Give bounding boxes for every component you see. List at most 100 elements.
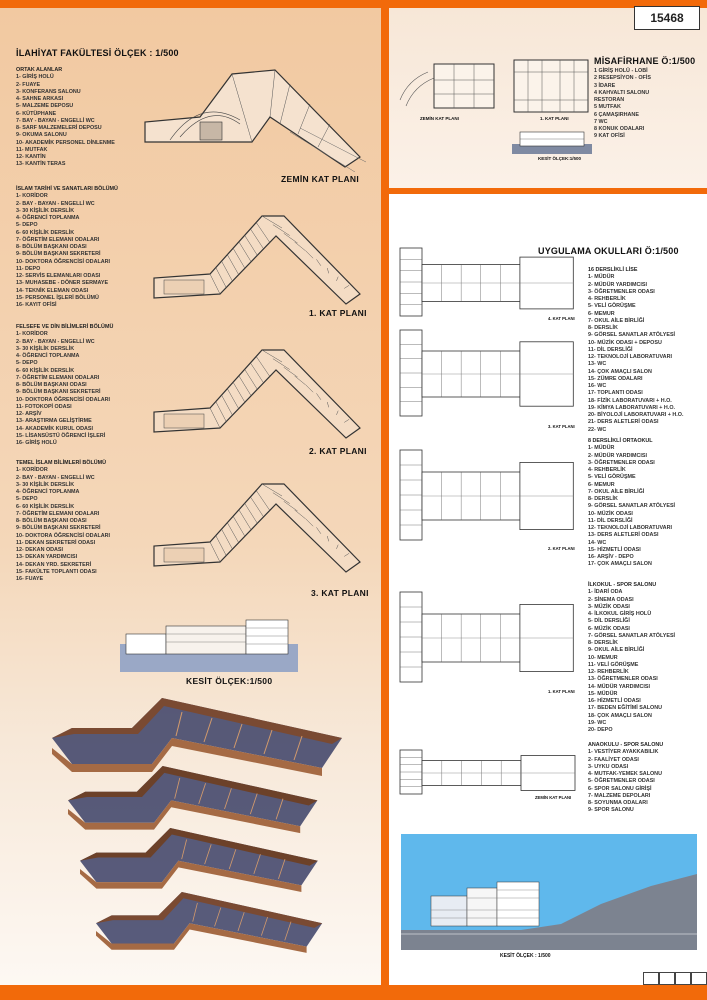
school-section-drawing — [401, 834, 697, 950]
legend-item: 3- MÜZİK ODASI — [588, 603, 630, 610]
legend-item: 7- ÖĞRETİM ELEMANI ODALARI — [16, 374, 100, 381]
kindergarten-plan — [398, 748, 578, 798]
legend-item: 7- OKUL AİLE BİRLİĞİ — [588, 488, 645, 495]
legend-heading: 8 DERSLİKLİ ORTAOKUL — [588, 438, 653, 444]
legend-item: 5- VELİ GÖRÜŞME — [588, 474, 636, 481]
legend-item: 12- KANTİN — [16, 154, 46, 160]
legend-item: 3- 30 KİŞİLİK DERSLİK — [16, 345, 75, 352]
legend-item: 16- HİZMETLİ ODASI — [588, 698, 641, 704]
legend-item: 22- WC — [588, 426, 607, 433]
legend-item: 2- MÜDÜR YARDIMCISI — [588, 281, 648, 288]
legend-item: 3- ÖĞRETMENLER ODASI — [588, 459, 655, 466]
faculty-section-label: KESİT ÖLÇEK:1/500 — [186, 676, 273, 686]
school-plan-label-2: 2. KAT PLANI — [548, 546, 575, 551]
vertical-divider — [381, 8, 389, 985]
legend-item: 11- MUTFAK — [16, 146, 48, 153]
guesthouse-first-plan — [512, 58, 590, 118]
legend-item: 13- ÖĞRETMENLER ODASI — [588, 676, 658, 683]
guesthouse-title: MİSAFİRHANE Ö:1/500 — [594, 56, 696, 66]
legend-item: 9- GÖRSEL SANATLAR ATÖLYESİ — [588, 503, 676, 510]
legend-item: 8- BÖLÜM BAŞKANI ODASI — [16, 518, 87, 524]
legend-item: 2- BAY - BAYAN - ENGELLİ WC — [16, 474, 95, 481]
legend-item: 3- ÖĞRETMENLER ODASI — [588, 288, 655, 295]
legend-item: 3- KONFERANS SALONU — [16, 88, 81, 95]
legend-item: 4- ÖĞRENCİ TOPLANMA — [16, 489, 80, 495]
legend-item: 5- ÖĞRETMENLER ODASI — [588, 778, 655, 785]
legend-item: 6- MEMUR — [588, 310, 615, 317]
legend-item: 2- BAY - BAYAN - ENGELLİ WC — [16, 200, 95, 207]
legend-heading: TEMEL İSLAM BİLİMLERİ BÖLÜMÜ — [16, 460, 107, 466]
legend-item: 2- SİNEMA ODASI — [588, 596, 634, 603]
legend-item: 13- DERS ALETLERİ ODASI — [588, 532, 659, 539]
legend-item: 15- ZÜMRE ODALARI — [588, 375, 643, 382]
legend-item: 14- MÜDÜR YARDIMCISI — [588, 683, 651, 690]
legend-item: 18- ÇOK AMAÇLI SALON — [588, 712, 652, 719]
legend-item: 6- MEMUR — [588, 481, 615, 488]
legend-item: 16- FUAYE — [16, 576, 44, 582]
legend-item: 13- ARAŞTIRMA GELİŞTİRME — [16, 418, 92, 425]
sheet-number: 15468 — [634, 6, 700, 30]
legend-item: 5 MUTFAK — [594, 104, 621, 111]
legend-heading: İLKOKUL - SPOR SALONU — [588, 582, 657, 588]
legend-item: 5- MALZEME DEPOSU — [16, 103, 74, 110]
legend-item: 7- MALZEME DEPOLARI — [588, 792, 651, 799]
legend-item: 1- MÜDÜR — [588, 274, 615, 281]
legend-item: 3 İDARE — [594, 82, 616, 89]
school-plan-label-3: 3. KAT PLANI — [548, 424, 575, 429]
legend-item: 6- SPOR SALONU GİRİŞİ — [588, 785, 652, 792]
legend-item: 12- ARŞİV — [16, 411, 42, 417]
third-floor-plan — [150, 474, 364, 578]
legend-item: 4- SAHNE ARKASI — [16, 96, 64, 102]
legend-item: 1- KORİDOR — [16, 193, 48, 200]
legend-item: 10- DOKTORA ÖĞRENCİSİ ODALARI — [16, 532, 111, 539]
legend-item: 12- SERVİS ELEMANLARI ODASI — [16, 273, 101, 279]
legend-item: 15- LİSANSÜSTÜ ÖĞRENCİ İŞLERİ — [16, 432, 106, 439]
legend-item: 8- DERSLİK — [588, 325, 618, 331]
legend-item: 17- ÇOK AMAÇLI SALON — [588, 561, 652, 568]
legend-item: 9- OKUL AİLE BİRLİĞİ — [588, 647, 645, 654]
school-plan-1 — [398, 590, 576, 686]
faculty-panel — [0, 8, 381, 985]
legend-item: 8- BÖLÜM BAŞKANI ODASI — [16, 382, 87, 388]
legend-item: 12- DEKAN ODASI — [16, 547, 64, 553]
legend-item: 7- GÖRSEL SANATLAR ATÖLYESİ — [588, 632, 676, 639]
legend-item: 12- REHBERLİK — [588, 669, 629, 675]
legend-item: 5- VELİ GÖRÜŞME — [588, 303, 636, 310]
legend-heading: 16 DERSLİKLİ LİSE — [588, 267, 638, 273]
legend-item: 8- SOYUNMA ODALARI — [588, 800, 648, 806]
top-bar — [0, 0, 707, 8]
first-floor-plan — [150, 206, 364, 310]
legend-item: 6- 60 KİŞİLİK DERSLİK — [16, 503, 75, 510]
school-section-label: KESİT ÖLÇEK : 1/500 — [500, 953, 551, 959]
legend-item: 6- 60 KİŞİLİK DERSLİK — [16, 367, 75, 374]
bottom-bar — [0, 985, 707, 1000]
legend-item: 8- SARF MALZEMELERİ DEPOSU — [16, 125, 102, 131]
horizontal-divider — [389, 188, 707, 194]
legend-item: 20- BİYOLOJİ LABORATUVARI + H.O. — [588, 412, 684, 418]
legend-item: 1- İDARİ ODA — [588, 589, 623, 596]
legend-item: 2- FUAYE — [16, 81, 41, 88]
legend-item: 4- ÖĞRENCİ TOPLANMA — [16, 353, 80, 359]
legend-item: 14- DEKAN YRD. SEKRETERİ — [16, 561, 92, 568]
legend-item: 15- MÜDÜR — [588, 690, 618, 697]
faculty-section-drawing — [120, 614, 298, 672]
legend-heading: ORTAK ALANLAR — [16, 67, 63, 73]
legend-item: 11- FOTOKOPİ ODASI — [16, 403, 72, 410]
legend-heading: FELSEFE VE DİN BİLİMLERİ BÖLÜMÜ — [16, 324, 114, 330]
legend-item: 10- MÜZİK ODASI + DEPOSU — [588, 339, 662, 346]
faculty-title: İLAHİYAT FAKÜLTESİ ÖLÇEK : 1/500 — [16, 48, 179, 58]
guesthouse-first-label: 1. KAT PLANI — [540, 116, 569, 121]
legend-item: 1 GİRİŞ HOLÜ - LOBİ — [594, 68, 648, 74]
legend-item: 13- KANTİN TERAS — [16, 161, 66, 168]
legend-item: 5- DİL DERSLİĞİ — [588, 618, 630, 625]
guesthouse-ground-label: ZEMİN KAT PLANI — [420, 116, 459, 121]
legend-item: 19- KİMYA LABORATUVARI + H.O. — [588, 404, 676, 411]
guesthouse-section-label: KESİT ÖLÇEK:1/500 — [538, 156, 582, 161]
legend-item: 7- BAY - BAYAN - ENGELLİ WC — [16, 117, 95, 124]
legend-item: 5- DEPO — [16, 360, 38, 367]
legend-item: 9- BÖLÜM BAŞKANI SEKRETERİ — [16, 251, 101, 258]
